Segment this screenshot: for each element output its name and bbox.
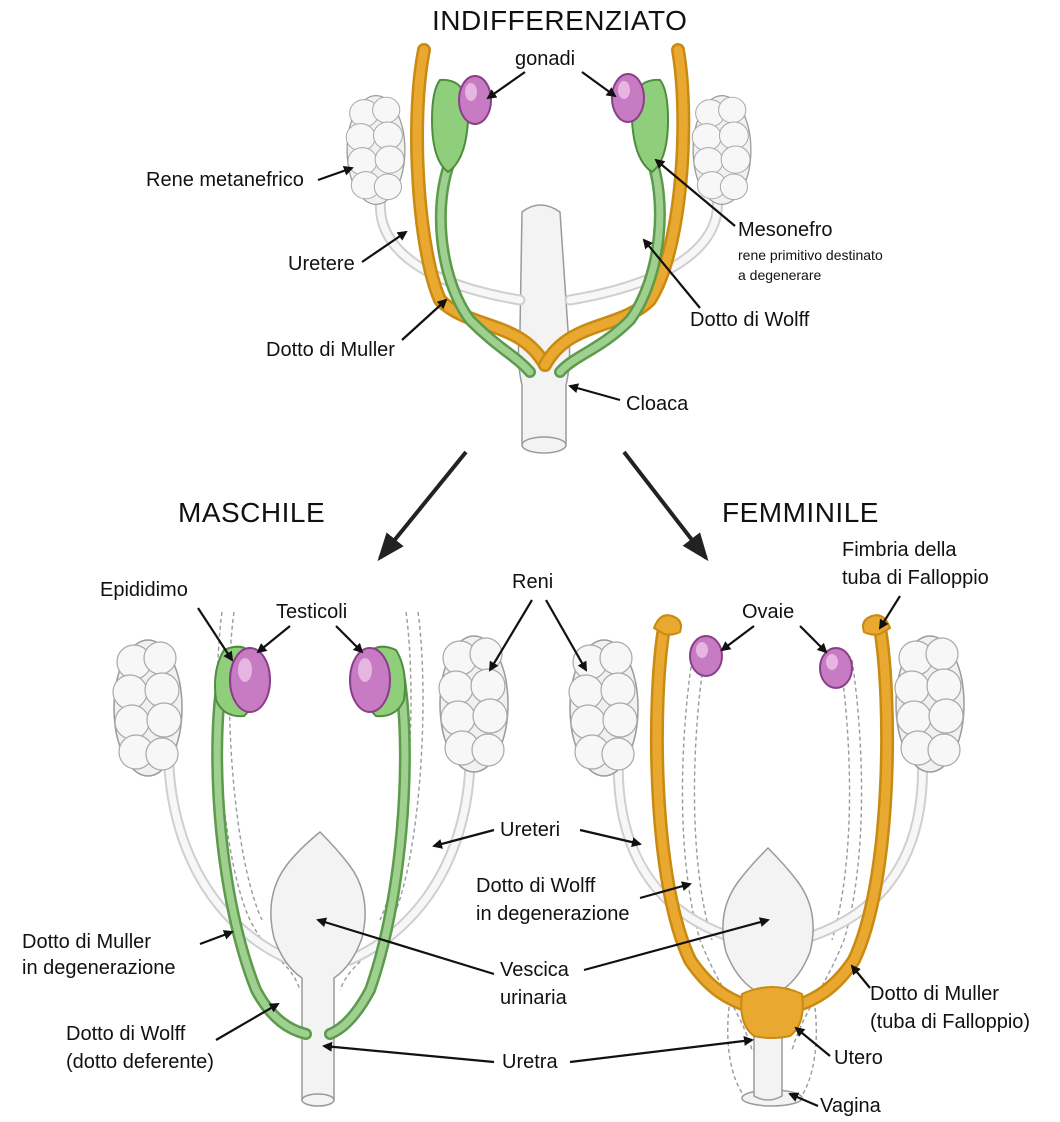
label-wolff-degen-1: Dotto di Wolff [476, 875, 596, 897]
bladder-male [271, 832, 365, 1105]
label-dotto-muller-top: Dotto di Muller [266, 339, 395, 361]
label-cloaca: Cloaca [626, 393, 689, 415]
label-muller-degen-1: Dotto di Muller [22, 931, 151, 953]
label-fimbria-1: Fimbria della [842, 539, 957, 561]
kidney-female-right [895, 636, 964, 772]
label-fimbria-2: tuba di Falloppio [842, 567, 989, 589]
title-maschile: MASCHILE [178, 497, 325, 528]
label-reni: Reni [512, 571, 553, 593]
uterus [741, 987, 803, 1038]
label-mesonefro: Mesonefro [738, 219, 833, 241]
arrow-to-female [624, 452, 706, 558]
kidney-metanephric-right [692, 96, 751, 205]
label-uretere: Uretere [288, 253, 355, 275]
label-vagina: Vagina [820, 1095, 882, 1117]
label-mesonefro-note-2: a degenerare [738, 267, 822, 283]
testis-right [350, 648, 390, 712]
label-muller-tuba-1: Dotto di Muller [870, 983, 999, 1005]
label-muller-tuba-2: (tuba di Falloppio) [870, 1011, 1030, 1033]
label-muller-degen-2: in degenerazione [22, 957, 175, 979]
label-uretra: Uretra [502, 1051, 558, 1073]
label-mesonefro-note-1: rene primitivo destinato [738, 247, 883, 263]
label-ovaie: Ovaie [742, 601, 794, 623]
label-ureteri: Ureteri [500, 819, 560, 841]
kidney-male-left [113, 640, 182, 776]
testis-left [230, 648, 270, 712]
title-indifferenziato: INDIFFERENZIATO [432, 5, 687, 36]
label-vescica-1: Vescica [500, 959, 570, 981]
arrow-to-male [380, 452, 466, 558]
indifferent-stage: INDIFFERENZIATO gonadi [146, 5, 883, 453]
label-gonadi: gonadi [515, 48, 575, 70]
label-utero: Utero [834, 1047, 883, 1069]
label-wolff-deferente-2: (dotto deferente) [66, 1051, 214, 1073]
kidney-metanephric-left [346, 96, 405, 205]
ovary-left [690, 636, 722, 676]
male-stage: Epididimo Testicoli Dotto di Muller in d… [22, 579, 508, 1106]
label-dotto-wolff-top: Dotto di Wolff [690, 309, 810, 331]
title-femminile: FEMMINILE [722, 497, 879, 528]
label-vescica-2: urinaria [500, 987, 568, 1009]
gonad-right [612, 74, 644, 122]
ovary-right [820, 648, 852, 688]
label-wolff-degen-2: in degenerazione [476, 903, 629, 925]
label-epididimo: Epididimo [100, 579, 188, 601]
label-wolff-deferente-1: Dotto di Wolff [66, 1023, 186, 1045]
label-testicoli: Testicoli [276, 601, 347, 623]
bladder-female [723, 848, 813, 1100]
female-stage: Ovaie Fimbria della tuba di Falloppio Do… [569, 539, 1030, 1117]
label-rene-metanefrico: Rene metanefrico [146, 169, 304, 191]
gonad-left [459, 76, 491, 124]
cloaca-organ [518, 205, 569, 451]
